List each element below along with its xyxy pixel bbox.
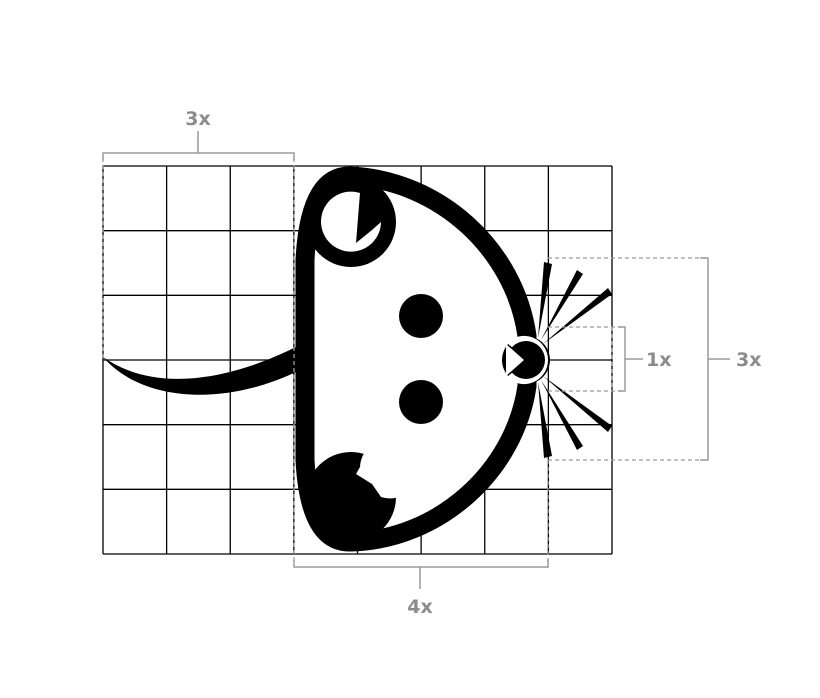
mouse-ear-top <box>306 177 396 267</box>
label-whiskers-height: 3x <box>736 349 761 371</box>
bracket-nose-height <box>618 326 643 392</box>
bracket-tail-width <box>102 131 295 160</box>
mouse-eye-bottom <box>399 380 443 424</box>
mouse-ear-bottom <box>306 438 420 542</box>
mouse-nose <box>502 335 550 385</box>
label-tail-width: 3x <box>185 108 210 130</box>
dashed-guides <box>102 158 706 562</box>
mouse-head <box>295 166 537 552</box>
label-nose-height: 1x <box>646 349 671 371</box>
mouse-eye-top <box>399 294 443 338</box>
mouse-whiskers <box>538 262 612 458</box>
mouse-figure <box>103 166 612 552</box>
dimension-brackets <box>102 131 730 589</box>
mouse-tail <box>103 346 298 395</box>
label-head-width: 4x <box>407 596 432 618</box>
bracket-head-width <box>293 560 549 589</box>
bracket-whiskers-height <box>700 257 730 461</box>
